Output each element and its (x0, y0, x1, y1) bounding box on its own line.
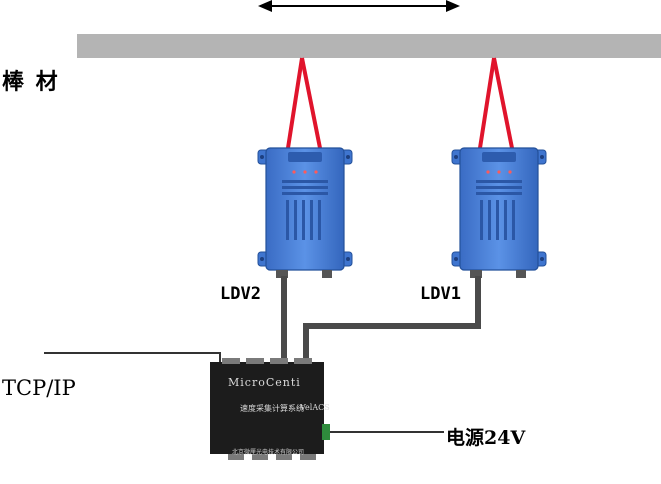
ldv2-beams (286, 57, 322, 149)
double-arrow-icon (258, 0, 460, 12)
tcp-ip-label: TCP/IP (2, 376, 76, 400)
controller-box (210, 358, 330, 460)
ldv1-beams (478, 57, 514, 149)
ldv2-label: LDV2 (220, 284, 261, 304)
tcp-ip-cable (44, 352, 221, 364)
controller-brand: MicroCenti (228, 376, 301, 389)
controller-name: 速度采集计算系统 (240, 404, 304, 413)
ldv1-cable (303, 276, 481, 364)
ldv1-label: LDV1 (420, 284, 461, 304)
controller-company: 北京微厘光电技术有限公司 (232, 449, 305, 456)
ldv1-sensor (451, 147, 547, 279)
rod-label: 棒 材 (2, 70, 60, 95)
rod-bar (77, 34, 661, 58)
controller-model: VelACS (300, 403, 330, 412)
ldv2-sensor (257, 147, 353, 279)
power-label: 电源24V (446, 427, 526, 449)
